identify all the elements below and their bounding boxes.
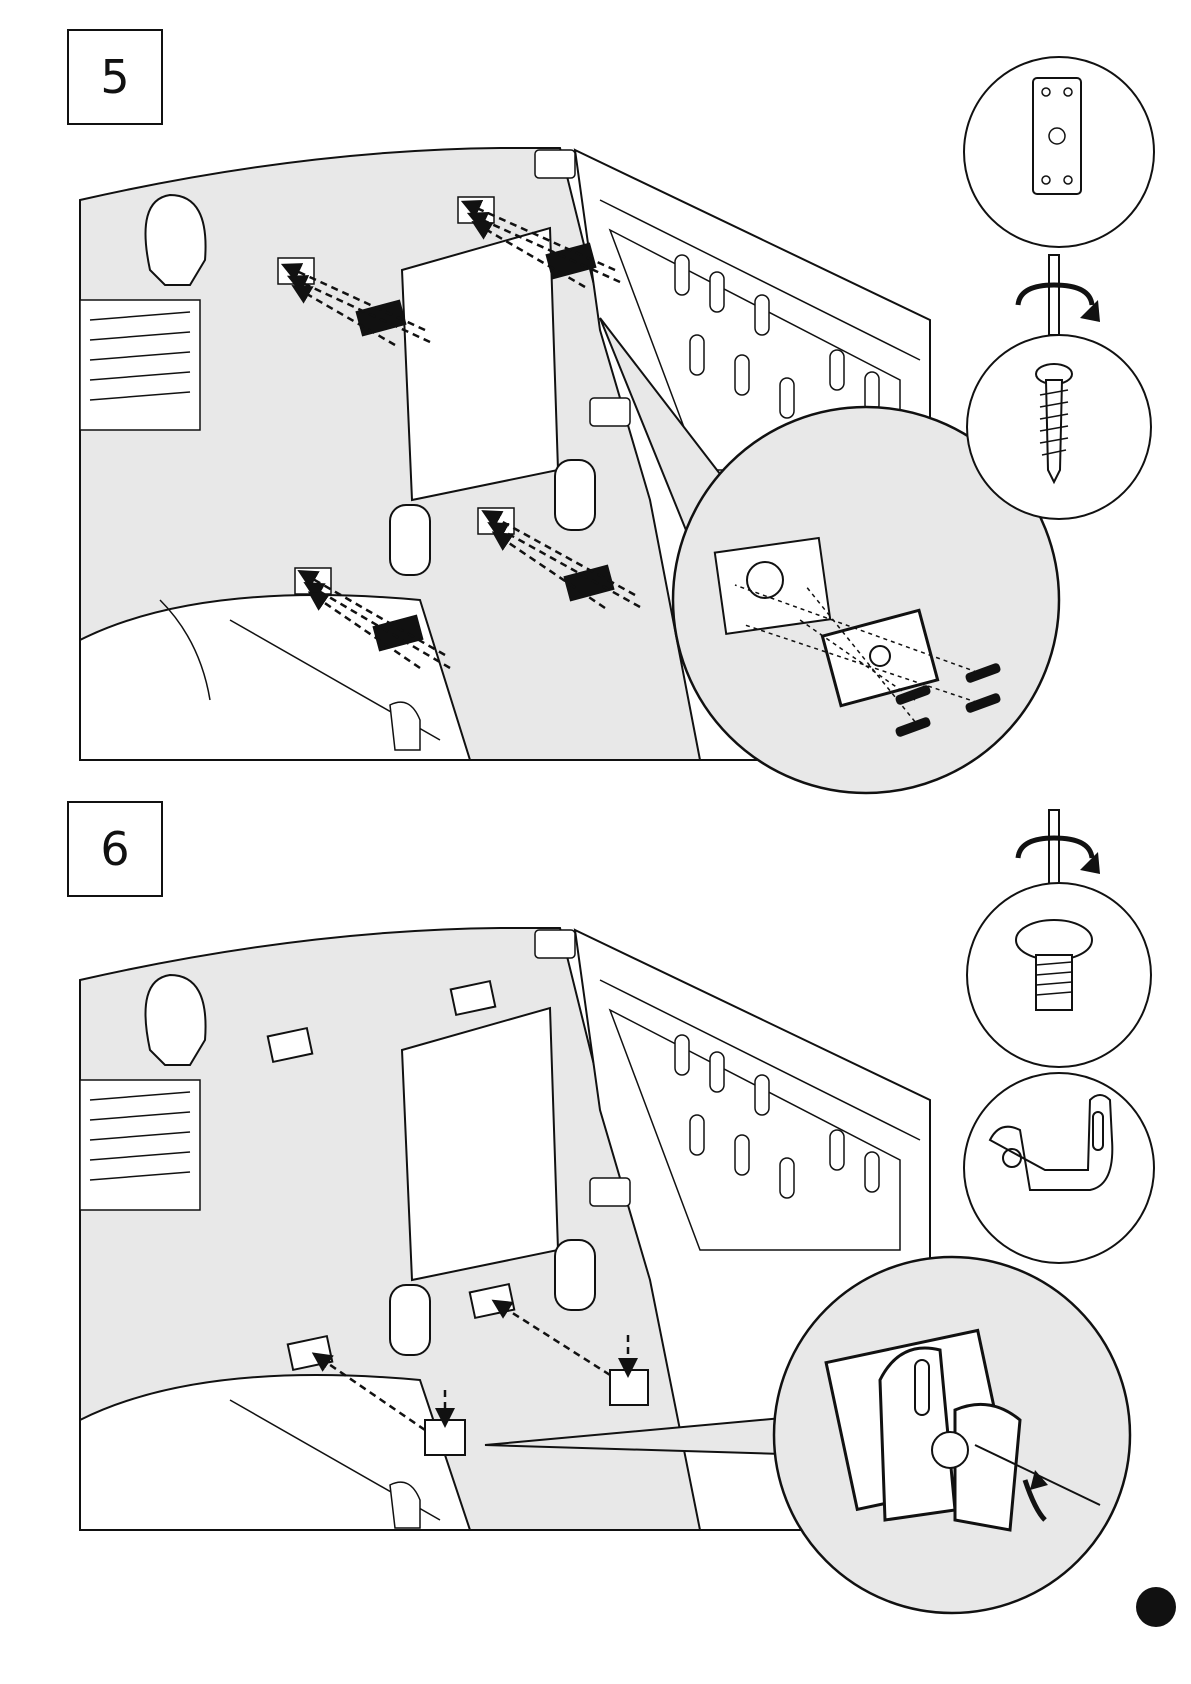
wood-screw-icon [967,335,1151,519]
step6-detail-zoom [774,1257,1130,1613]
machine-bolt-icon [967,883,1151,1067]
page-marker-dot [1136,1587,1176,1627]
mounting-plate-icon [964,57,1154,247]
u-bracket-icon [964,1073,1154,1263]
